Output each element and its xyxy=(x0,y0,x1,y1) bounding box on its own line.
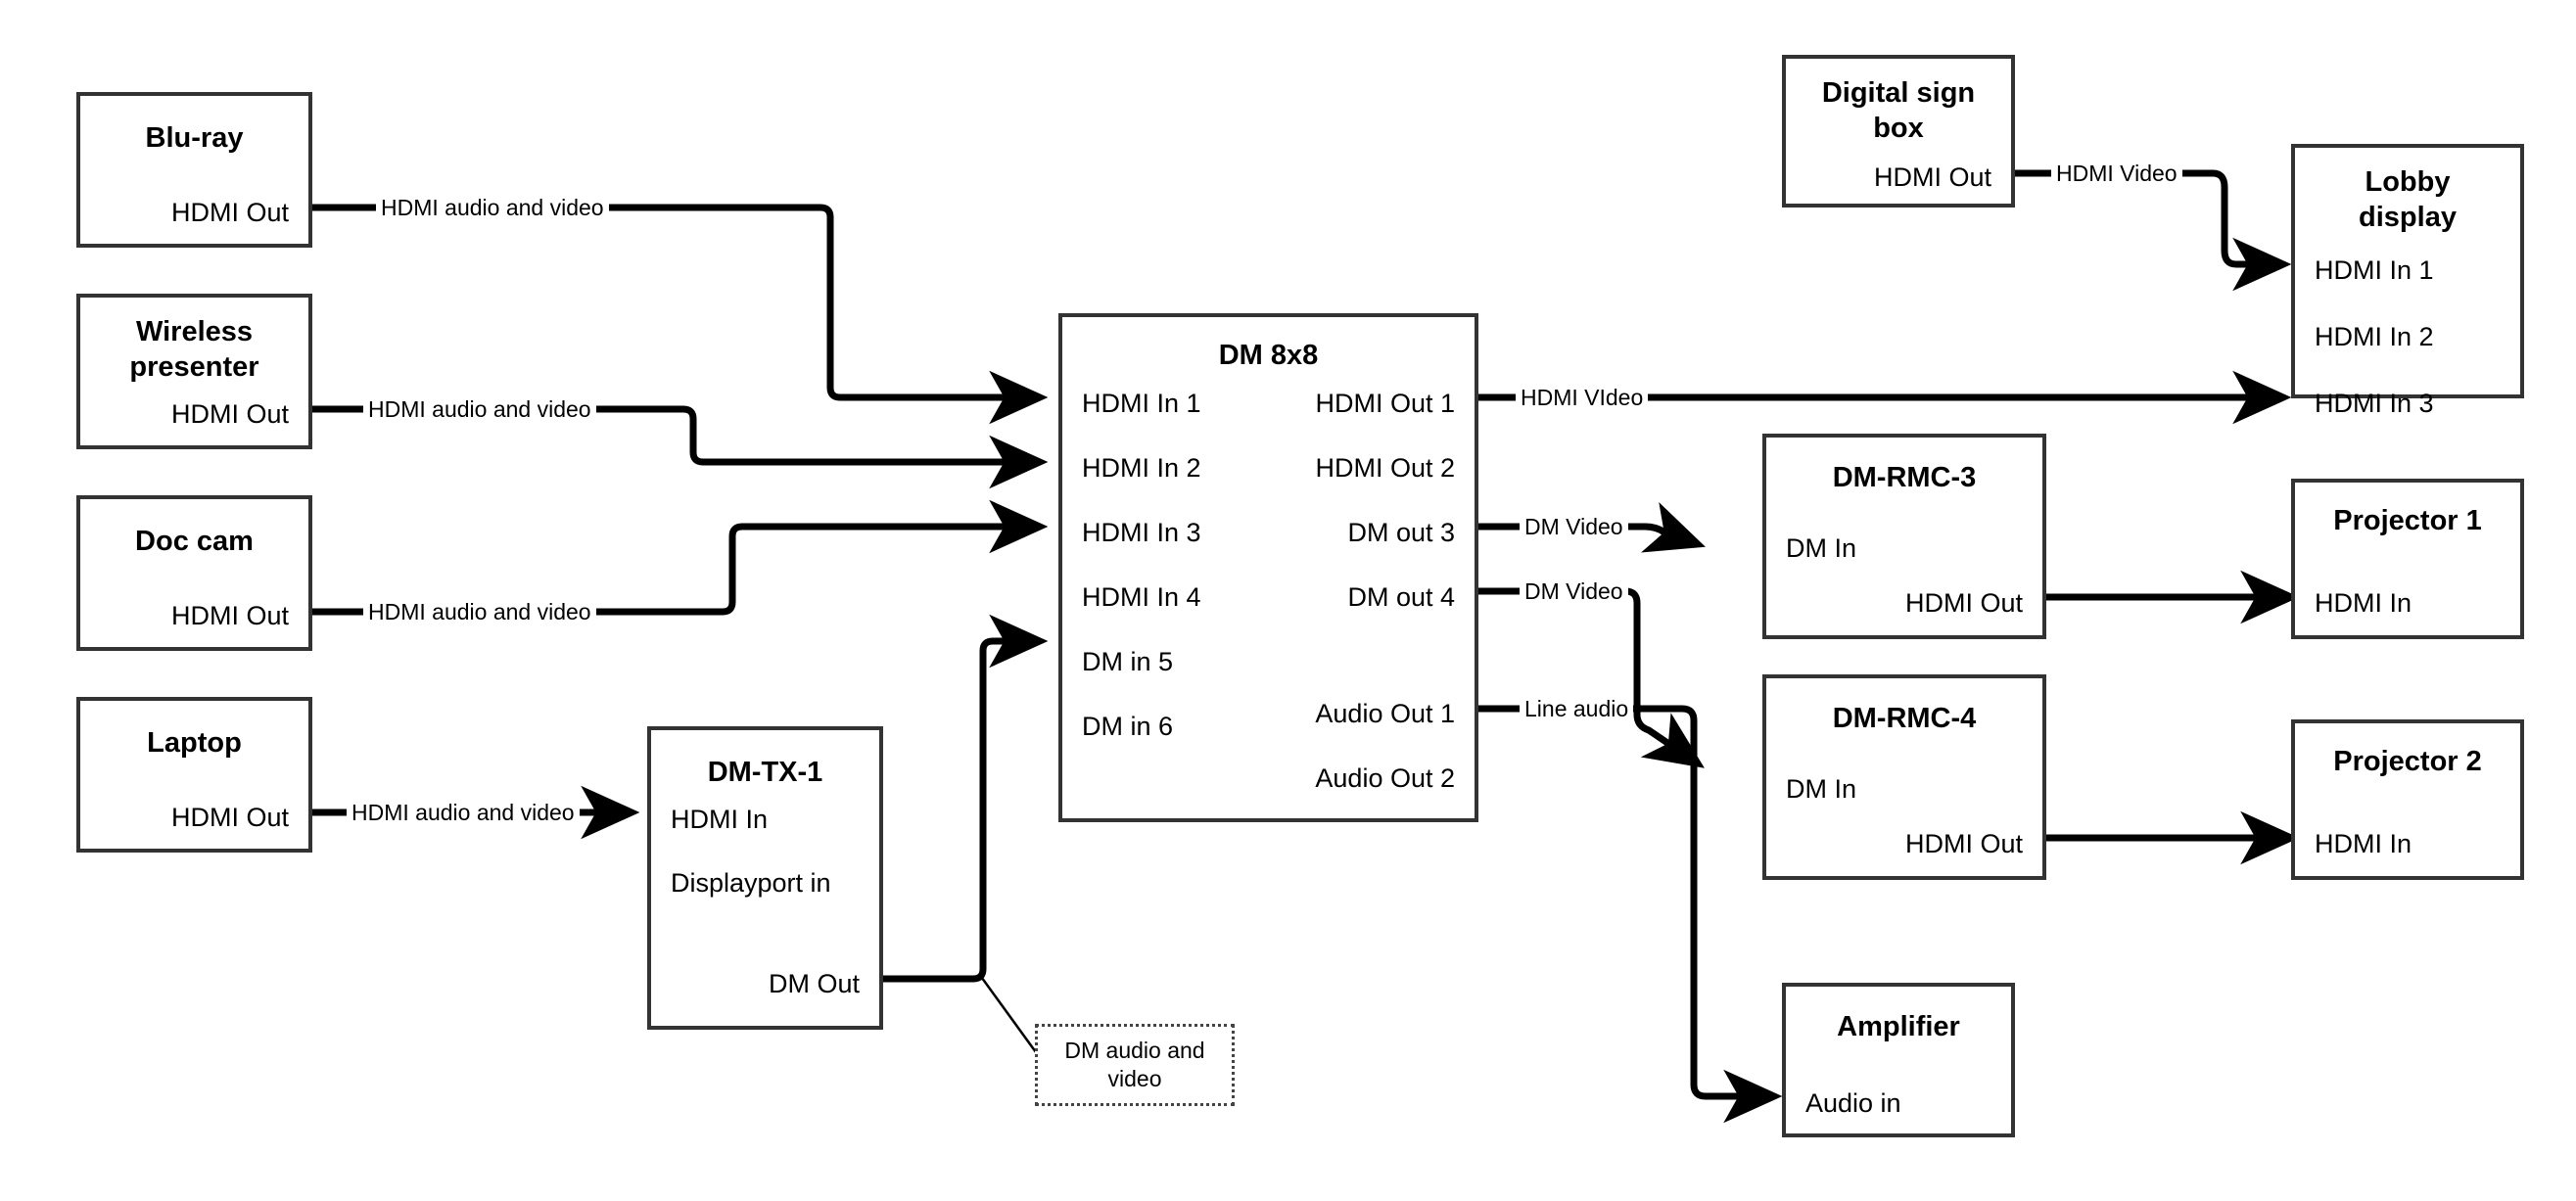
edge-label-digitalsign-to-lobby: HDMI Video xyxy=(2051,161,2182,187)
node-dm-tx-1-port-displayport-in: Displayport in xyxy=(671,868,831,898)
node-projector-1[interactable]: Projector 1 HDMI In xyxy=(2291,479,2524,639)
node-lobby-display-title-line1: Lobby xyxy=(2365,166,2451,198)
node-doc-cam-title: Doc cam xyxy=(135,526,254,557)
node-dm-8x8-output-hdmi-out-1: HDMI Out 1 xyxy=(1315,389,1455,418)
node-dm-8x8-input-hdmi-in-4: HDMI In 4 xyxy=(1082,582,1201,612)
node-wireless-presenter[interactable]: Wireless presenter HDMI Out xyxy=(76,294,312,449)
note-dm-audio-and-video: DM audio and video xyxy=(1035,1024,1235,1106)
node-dm-rmc-3[interactable]: DM-RMC-3 DM In HDMI Out xyxy=(1762,434,2046,639)
node-bluray-title: Blu-ray xyxy=(145,122,244,154)
node-dm-8x8[interactable]: DM 8x8 HDMI In 1 HDMI In 2 HDMI In 3 HDM… xyxy=(1058,313,1478,822)
node-wireless-presenter-title-line1: Wireless xyxy=(135,316,254,347)
node-dm-tx-1-port-dm-out: DM Out xyxy=(768,969,860,998)
note-dm-audio-and-video-text: DM audio and video xyxy=(1064,1037,1204,1093)
wire-dmtx1-to-dm-in5 xyxy=(883,614,1049,983)
node-digital-sign-box-title-line2: box xyxy=(1873,113,1924,144)
note-line-2: video xyxy=(1107,1066,1162,1091)
node-lobby-display-input-hdmi-in-1: HDMI In 1 xyxy=(2315,255,2434,285)
node-dm-8x8-input-hdmi-in-2: HDMI In 2 xyxy=(1082,453,1201,483)
node-laptop-port-hdmi-out: HDMI Out xyxy=(170,803,289,832)
edge-label-laptop-to-dmtx1: HDMI audio and video xyxy=(347,800,580,826)
node-dm-rmc-3-port-dm-in: DM In xyxy=(1786,533,1857,563)
node-dm-8x8-output-audio-out-2: Audio Out 2 xyxy=(1315,763,1455,793)
node-dm-8x8-input-hdmi-in-3: HDMI In 3 xyxy=(1082,518,1201,547)
node-lobby-display-input-hdmi-in-2: HDMI In 2 xyxy=(2315,322,2434,351)
edge-label-audioout1-to-amplifier: Line audio xyxy=(1520,696,1634,722)
node-dm-rmc-3-port-hdmi-out: HDMI Out xyxy=(1904,588,2023,618)
leader-line-dm-av-note xyxy=(977,973,1038,1053)
node-dm-tx-1-title: DM-TX-1 xyxy=(707,757,823,788)
wire-bluray-to-dm-in1 xyxy=(312,204,1049,425)
node-dm-8x8-title: DM 8x8 xyxy=(1218,340,1319,371)
edge-label-wireless-to-dm-in2: HDMI audio and video xyxy=(363,396,596,423)
node-doc-cam-port-hdmi-out: HDMI Out xyxy=(170,601,289,630)
edge-label-dmout3-to-rmc3: DM Video xyxy=(1520,514,1628,540)
note-line-1: DM audio and xyxy=(1064,1038,1205,1064)
node-dm-rmc-4-port-hdmi-out: HDMI Out xyxy=(1904,829,2023,858)
edge-label-dmout4-to-rmc4: DM Video xyxy=(1520,578,1628,605)
node-projector-1-title: Projector 1 xyxy=(2333,505,2482,536)
node-dm-8x8-output-dm-out-3: DM out 3 xyxy=(1347,518,1455,547)
edge-label-bluray-to-dm-in1: HDMI audio and video xyxy=(376,195,609,221)
node-laptop-title: Laptop xyxy=(147,727,242,759)
node-lobby-display-input-hdmi-in-3: HDMI In 3 xyxy=(2315,389,2434,418)
node-projector-1-port-hdmi-in: HDMI In xyxy=(2315,588,2412,618)
node-wireless-presenter-port-hdmi-out: HDMI Out xyxy=(170,399,289,429)
node-digital-sign-box[interactable]: Digital sign box HDMI Out xyxy=(1782,55,2015,208)
node-dm-tx-1[interactable]: DM-TX-1 HDMI In Displayport in DM Out xyxy=(647,726,883,1030)
node-amplifier-title: Amplifier xyxy=(1837,1011,1960,1042)
node-dm-tx-1-port-hdmi-in: HDMI In xyxy=(671,805,769,834)
node-lobby-display[interactable]: Lobby display HDMI In 1 HDMI In 2 HDMI I… xyxy=(2291,144,2524,417)
wire-dm-audioout1-to-amplifier xyxy=(1478,705,1783,1124)
node-dm-rmc-4-port-dm-in: DM In xyxy=(1786,774,1857,804)
wire-dm-out4-to-rmc4 xyxy=(1478,587,1705,768)
node-projector-2-title: Projector 2 xyxy=(2333,746,2482,777)
edge-label-doccam-to-dm-in3: HDMI audio and video xyxy=(363,599,596,625)
node-laptop[interactable]: Laptop HDMI Out xyxy=(76,697,312,853)
node-dm-8x8-input-dm-in-6: DM in 6 xyxy=(1082,712,1174,741)
node-dm-rmc-3-title: DM-RMC-3 xyxy=(1832,462,1977,493)
node-dm-8x8-output-dm-out-4: DM out 4 xyxy=(1347,582,1455,612)
node-dm-rmc-4-title: DM-RMC-4 xyxy=(1832,703,1977,734)
node-projector-2-port-hdmi-in: HDMI In xyxy=(2315,829,2412,858)
node-dm-8x8-input-dm-in-5: DM in 5 xyxy=(1082,647,1174,676)
node-amplifier-port-audio-in: Audio in xyxy=(1805,1088,1901,1118)
node-doc-cam[interactable]: Doc cam HDMI Out xyxy=(76,495,312,651)
node-bluray[interactable]: Blu-ray HDMI Out xyxy=(76,92,312,248)
node-dm-8x8-output-hdmi-out-2: HDMI Out 2 xyxy=(1315,453,1455,483)
node-digital-sign-box-title-line1: Digital sign xyxy=(1821,77,1976,109)
node-projector-2[interactable]: Projector 2 HDMI In xyxy=(2291,719,2524,880)
node-bluray-port-hdmi-out: HDMI Out xyxy=(170,198,289,227)
node-dm-8x8-output-audio-out-1: Audio Out 1 xyxy=(1315,699,1455,728)
node-amplifier[interactable]: Amplifier Audio in xyxy=(1782,983,2015,1137)
node-dm-8x8-input-hdmi-in-1: HDMI In 1 xyxy=(1082,389,1201,418)
edge-label-hdmiout1-to-lobby-in3: HDMI VIdeo xyxy=(1516,385,1649,411)
node-dm-rmc-4[interactable]: DM-RMC-4 DM In HDMI Out xyxy=(1762,674,2046,880)
node-digital-sign-box-port-hdmi-out: HDMI Out xyxy=(1873,162,1991,192)
node-wireless-presenter-title-line2: presenter xyxy=(129,351,259,383)
node-lobby-display-title-line2: display xyxy=(2359,202,2457,233)
